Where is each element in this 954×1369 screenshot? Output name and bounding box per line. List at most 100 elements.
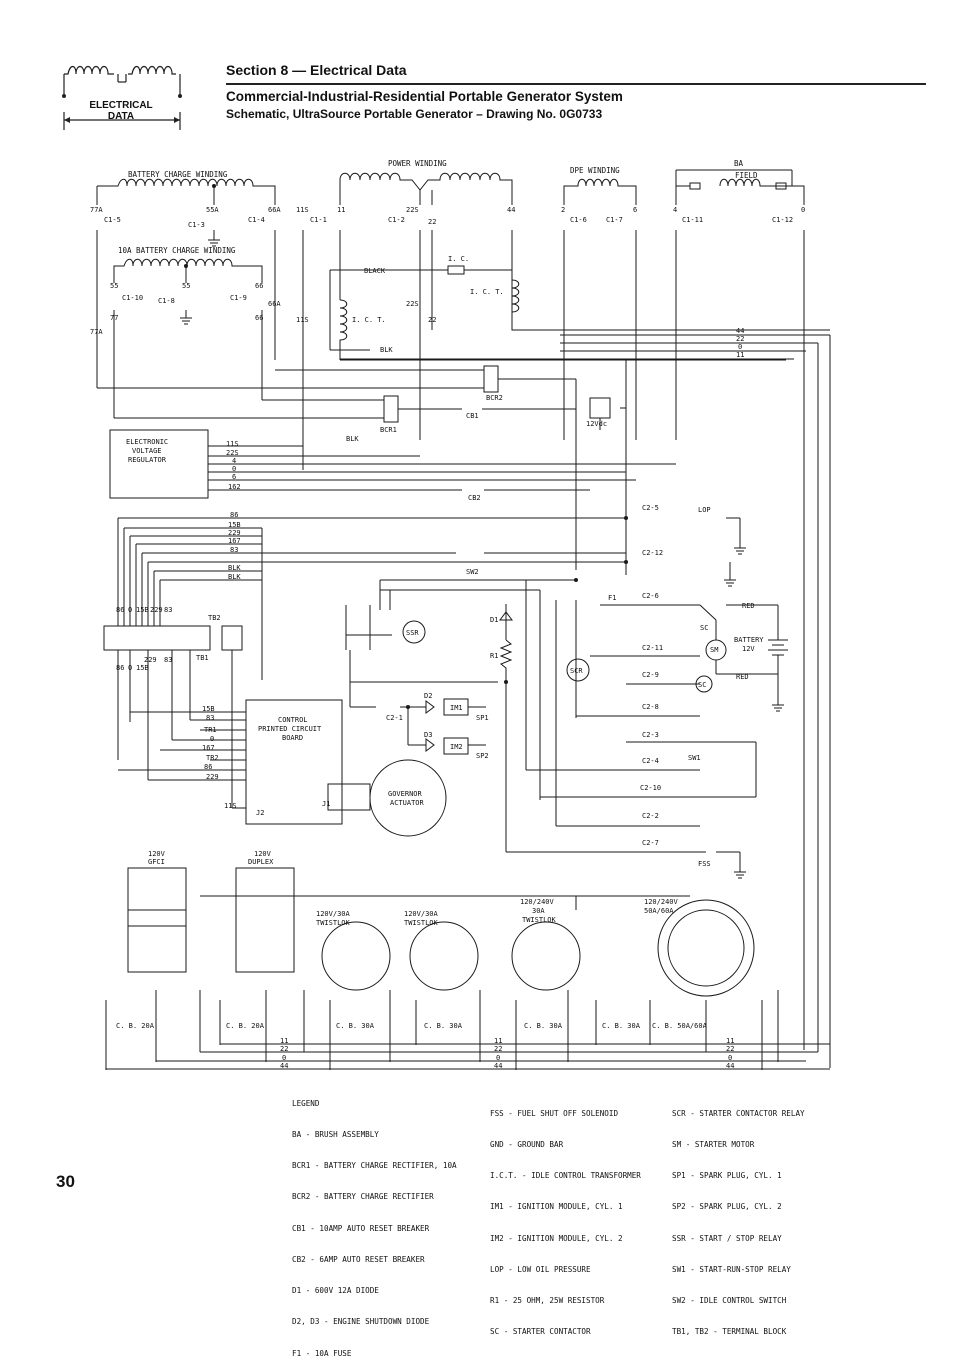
receptacle-50a <box>657 899 755 997</box>
c2-label: C2-9 <box>642 671 659 679</box>
sp2-label: SP2 <box>476 752 489 760</box>
wire-label: BLK <box>228 564 241 572</box>
bus-labels: 11 22 0 44 11 22 0 44 11 22 0 44 <box>280 1037 734 1070</box>
sc-coil-label: SC <box>698 681 706 689</box>
twistlok2-label-2: TWISTLOK <box>404 919 439 927</box>
twistlok1-label-2: TWISTLOK <box>316 919 351 927</box>
power-winding-label: POWER WINDING <box>388 159 447 168</box>
sm-label: SM <box>710 646 718 654</box>
legend-item: SCR - STARTER CONTACTOR RELAY <box>672 1108 805 1118</box>
legend-item: GND - GROUND BAR <box>490 1140 564 1150</box>
rail-label: 22 <box>736 335 744 343</box>
evr-label-2: VOLTAGE <box>132 447 162 455</box>
tb1-label: TB1 <box>196 654 209 662</box>
pin-label: 15B <box>202 705 215 713</box>
bus-label: 22 <box>280 1045 288 1053</box>
legend-item: F1 - 10A FUSE <box>292 1348 352 1358</box>
tb-labels: 86 0 15B 229 83 86 0 15B 229 83 TB2 TB1 <box>116 606 221 672</box>
wire-label: 77A <box>90 206 103 214</box>
tb-label: 0 <box>128 606 132 614</box>
black-label: RED <box>736 673 749 681</box>
c2-label: C2-12 <box>642 549 663 557</box>
sw2-label: SW2 <box>466 568 479 576</box>
pin-label: 229 <box>206 773 219 781</box>
connector-label: C1-8 <box>158 297 175 305</box>
ict-label: I. C. T. <box>470 288 504 296</box>
ic-label: I. C. <box>448 255 469 263</box>
legend-item: TB1, TB2 - TERMINAL BLOCK <box>672 1327 787 1337</box>
breaker-label: C. B. 50A/60A <box>652 1022 708 1030</box>
wire-label: 22S <box>226 449 239 457</box>
section-title: Section 8 — Electrical Data <box>226 62 407 78</box>
pcb-pin-labels: 15B 83 TR1 0 167 TR2 86 229 11S <box>202 705 237 810</box>
wire-label: 167 <box>228 537 241 545</box>
twistlok-1 <box>321 921 391 991</box>
cb1-label: CB1 <box>466 412 479 420</box>
rail-label: 44 <box>736 327 744 335</box>
12vdc-label: 12Vdc <box>586 420 607 428</box>
legend-item: SC - STARTER CONTACTOR <box>490 1327 591 1337</box>
governor-actuator <box>369 759 447 837</box>
c2-label: C2-1 <box>386 714 403 722</box>
pcb-box <box>245 699 343 825</box>
ict-coil <box>339 299 348 360</box>
bus-label: 22 <box>726 1045 734 1053</box>
ssr-relay <box>402 620 426 644</box>
wire-label: 11 <box>337 206 345 214</box>
mid-wire-labels: 55 77 55 66 66 77A 66A 11S 22S 22 <box>90 282 436 336</box>
tb1-block <box>103 625 211 651</box>
wire-label: 0 <box>232 465 236 473</box>
wire-label: 22 <box>428 218 436 226</box>
wire-label: 15B <box>228 521 241 529</box>
wire-label: 66 <box>255 314 263 322</box>
wire-label: 22 <box>428 316 436 324</box>
battery-label-1: BATTERY <box>734 636 764 644</box>
pin-label: 11S <box>224 802 237 810</box>
battery-charge-10a-label: 10A BATTERY CHARGE WINDING <box>118 246 236 255</box>
power-winding-coil <box>339 172 513 205</box>
wire-label: 0 <box>801 206 805 214</box>
connector-label: C1-6 <box>570 216 587 224</box>
drawing-title: Schematic, UltraSource Portable Generato… <box>226 107 603 121</box>
tb-label: 86 <box>116 606 124 614</box>
pin-label: 167 <box>202 744 215 752</box>
c2-label: C2-7 <box>642 839 659 847</box>
legend-col-2: FSS - FUEL SHUT OFF SOLENOID GND - GROUN… <box>490 1088 641 1348</box>
wire-label: 11S <box>296 316 309 324</box>
bus-label: 0 <box>282 1054 286 1062</box>
wire-label: 4 <box>232 457 236 465</box>
pcb-label-3: BOARD <box>282 734 303 742</box>
duplex-label-1: 120V <box>254 850 272 858</box>
electrical-data-badge <box>58 60 186 134</box>
wire-label: 83 <box>230 546 238 554</box>
tb2-label: TB2 <box>208 614 221 622</box>
legend-item: D1 - 600V 12A DIODE <box>292 1286 379 1296</box>
bus-label: 11 <box>494 1037 502 1045</box>
battery-label-2: 12V <box>742 645 755 653</box>
ground-symbols <box>180 239 784 879</box>
evr-label-3: REGULATOR <box>128 456 167 464</box>
lop-label: LOP <box>698 506 711 514</box>
legend-item: CB2 - 6AMP AUTO RESET BREAKER <box>292 1254 425 1264</box>
c2-label: C2-8 <box>642 703 659 711</box>
c2-label: C2-5 <box>642 504 659 512</box>
governor-label-1: GOVERNOR <box>388 790 423 798</box>
red-wire-label: BLACK <box>364 267 386 275</box>
legend-item: SP1 - SPARK PLUG, CYL. 1 <box>672 1171 782 1181</box>
wire-label: 2 <box>561 206 565 214</box>
page-number: 30 <box>56 1172 75 1191</box>
bus-label: 0 <box>496 1054 500 1062</box>
tb-label: 0 <box>128 664 132 672</box>
bus-label: 11 <box>726 1037 734 1045</box>
pin-label: TR2 <box>206 754 219 762</box>
legend-item: BCR2 - BATTERY CHARGE RECTIFIER <box>292 1192 434 1202</box>
connector-label: C1-2 <box>388 216 405 224</box>
badge-line2: DATA <box>107 111 135 122</box>
bus-label: 44 <box>494 1062 502 1070</box>
starter-contactor <box>695 675 713 693</box>
fss-label: FSS <box>698 860 711 868</box>
c2-label: C2-10 <box>640 784 661 792</box>
pin-label: 0 <box>210 735 214 743</box>
wire-label: 44 <box>507 206 515 214</box>
twistlok-2 <box>409 921 479 991</box>
